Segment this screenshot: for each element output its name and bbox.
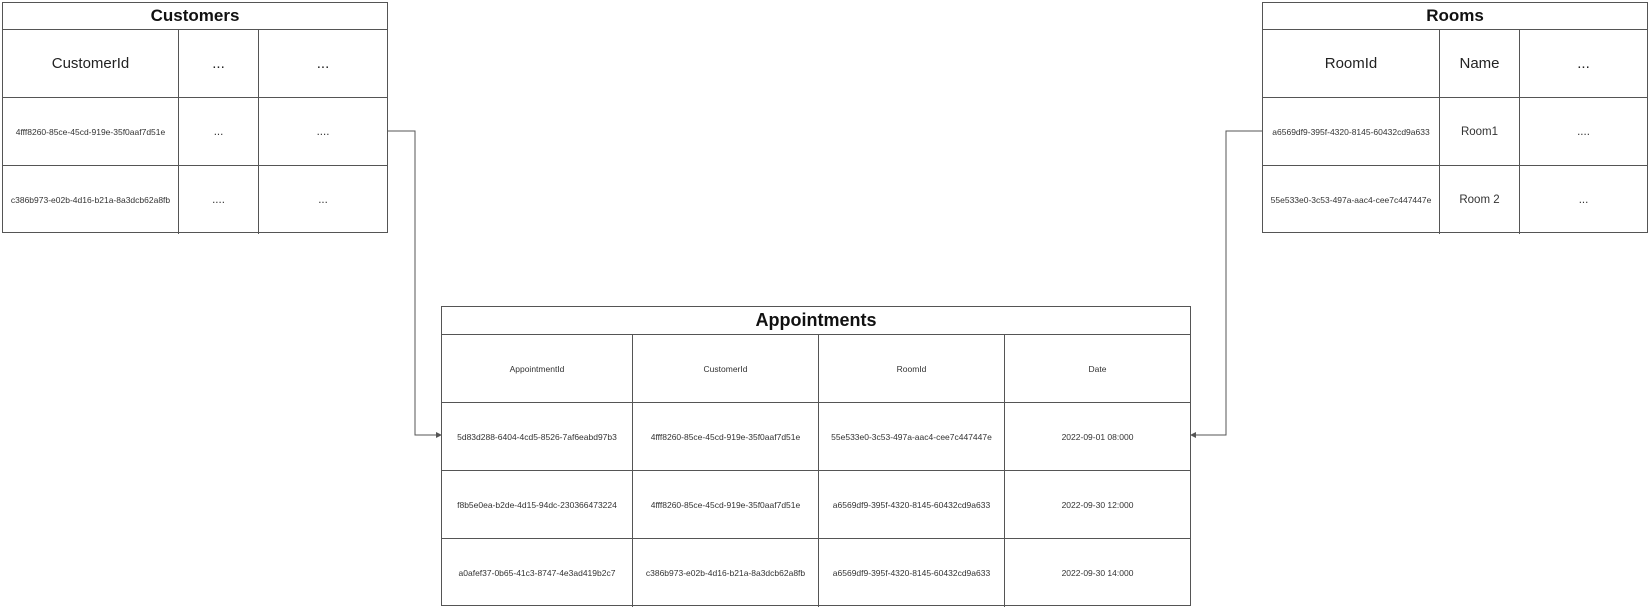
table-cell: .... <box>316 125 330 138</box>
column-header-date: Date <box>1088 363 1107 374</box>
table-cell: .... <box>1577 125 1590 138</box>
appointments-table: Appointments AppointmentId CustomerId Ro… <box>441 306 1191 607</box>
table-cell: c386b973-e02b-4d16-b21a-8a3dcb62a8fb <box>3 166 179 234</box>
table-row: f8b5e0ea-b2de-4d15-94dc-230366473224 4ff… <box>442 471 1190 539</box>
table-cell: 2022-09-30 14:000 <box>1061 568 1134 578</box>
table-row: c386b973-e02b-4d16-b21a-8a3dcb62a8fb ...… <box>3 166 387 234</box>
customers-table: Customers CustomerId ... ... 4fff8260-85… <box>2 2 388 234</box>
column-header-roomid: RoomId <box>819 335 1005 402</box>
table-cell: 4fff8260-85ce-45cd-919e-35f0aaf7d51e <box>3 98 179 165</box>
table-cell: 2022-09-30 12:000 <box>1061 499 1134 510</box>
room-to-appointment-connector <box>1190 130 1262 438</box>
column-header: ... <box>179 30 259 97</box>
table-cell: Room 2 <box>1440 166 1520 234</box>
table-header-row: CustomerId ... ... <box>3 30 387 98</box>
table-row: a6569df9-395f-4320-8145-60432cd9a633 Roo… <box>1263 98 1647 166</box>
rooms-table-title: Rooms <box>1263 3 1647 30</box>
table-row: 5d83d288-6404-4cd5-8526-7af6eabd97b3 4ff… <box>442 403 1190 471</box>
table-row: a0afef37-0b65-41c3-8747-4e3ad419b2c7 c38… <box>442 539 1190 607</box>
table-cell: a6569df9-395f-4320-8145-60432cd9a633 <box>819 471 1005 538</box>
table-cell: ... <box>1578 194 1589 206</box>
column-header-customerid: CustomerId <box>633 335 819 402</box>
table-row: 4fff8260-85ce-45cd-919e-35f0aaf7d51e ...… <box>3 98 387 166</box>
table-cell: 4fff8260-85ce-45cd-919e-35f0aaf7d51e <box>633 403 819 470</box>
customer-to-appointment-connector <box>388 130 442 438</box>
table-cell: a6569df9-395f-4320-8145-60432cd9a633 <box>1263 98 1440 165</box>
table-cell: .... <box>179 166 259 234</box>
table-cell: f8b5e0ea-b2de-4d15-94dc-230366473224 <box>442 471 633 538</box>
table-cell: 2022-09-01 08:000 <box>1061 431 1134 442</box>
table-cell: Room1 <box>1440 98 1520 165</box>
table-row: 55e533e0-3c53-497a-aac4-cee7c447447e Roo… <box>1263 166 1647 234</box>
table-cell: ... <box>179 98 259 165</box>
column-header-roomid: RoomId <box>1263 30 1440 97</box>
table-cell: 55e533e0-3c53-497a-aac4-cee7c447447e <box>819 403 1005 470</box>
table-cell: a0afef37-0b65-41c3-8747-4e3ad419b2c7 <box>442 539 633 607</box>
table-header-row: RoomId Name ... <box>1263 30 1647 98</box>
table-cell: 5d83d288-6404-4cd5-8526-7af6eabd97b3 <box>442 403 633 470</box>
column-header-customerid: CustomerId <box>3 30 179 97</box>
column-header-appointmentid: AppointmentId <box>442 335 633 402</box>
table-cell: 4fff8260-85ce-45cd-919e-35f0aaf7d51e <box>633 471 819 538</box>
appointments-table-title: Appointments <box>442 307 1190 335</box>
column-header-name: Name <box>1440 30 1520 97</box>
table-cell: 55e533e0-3c53-497a-aac4-cee7c447447e <box>1263 166 1440 234</box>
table-header-row: AppointmentId CustomerId RoomId Date <box>442 335 1190 403</box>
table-cell: c386b973-e02b-4d16-b21a-8a3dcb62a8fb <box>633 539 819 607</box>
customers-table-title: Customers <box>3 3 387 30</box>
column-header: ... <box>316 55 330 72</box>
table-cell: ... <box>318 194 328 206</box>
column-header: ... <box>1577 55 1590 72</box>
rooms-table: Rooms RoomId Name ... a6569df9-395f-4320… <box>1262 2 1648 234</box>
table-cell: a6569df9-395f-4320-8145-60432cd9a633 <box>819 539 1005 607</box>
